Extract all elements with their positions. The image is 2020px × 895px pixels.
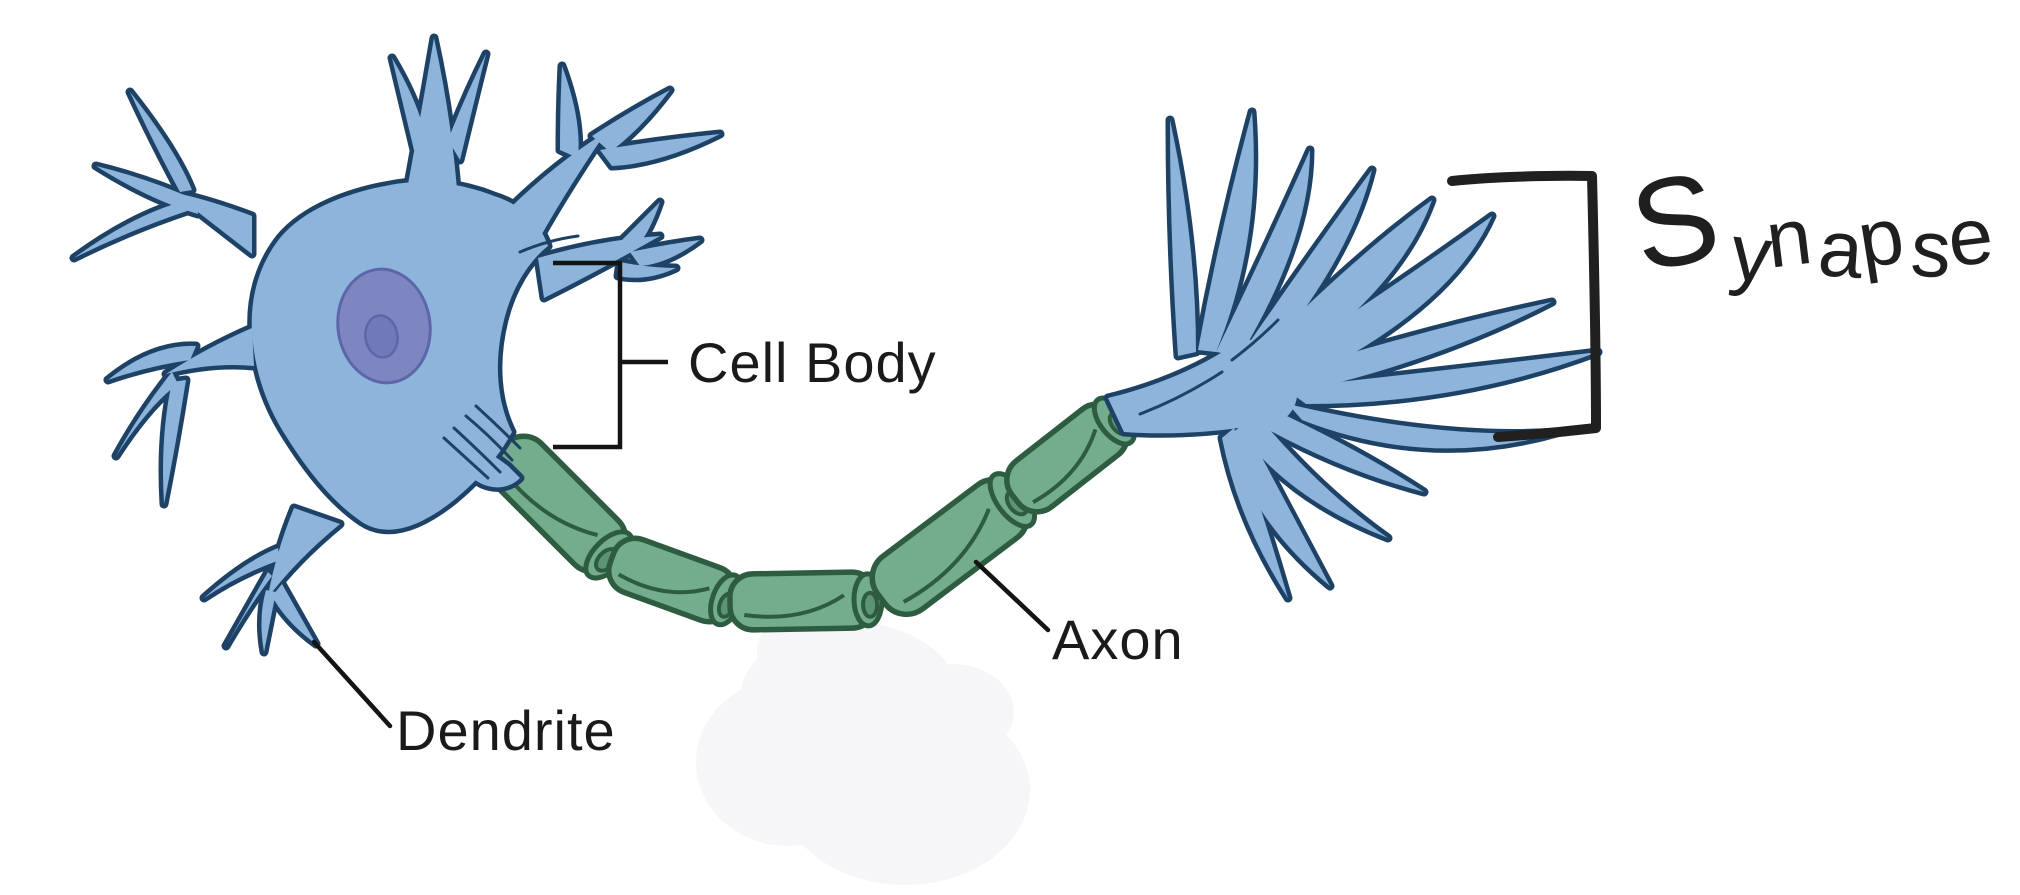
myelin-sheath bbox=[487, 395, 1137, 633]
cell-body-label: Cell Body bbox=[688, 331, 937, 394]
watermark-blob bbox=[696, 610, 1030, 885]
shading-lines bbox=[442, 234, 1280, 480]
axon-label: Axon bbox=[1052, 608, 1184, 671]
synapse-label: Synapse bbox=[1620, 139, 2000, 303]
dendrite-leader-line bbox=[311, 639, 393, 729]
synapse-bracket bbox=[1447, 170, 1601, 442]
axon-leader-line bbox=[973, 559, 1051, 633]
dendrite-label: Dendrite bbox=[396, 699, 616, 762]
cell-body-bracket bbox=[553, 260, 668, 450]
nucleus bbox=[336, 267, 432, 385]
myelin-segment-2 bbox=[606, 535, 745, 628]
myelin-segment-3 bbox=[727, 569, 885, 633]
nucleolus bbox=[364, 314, 399, 359]
